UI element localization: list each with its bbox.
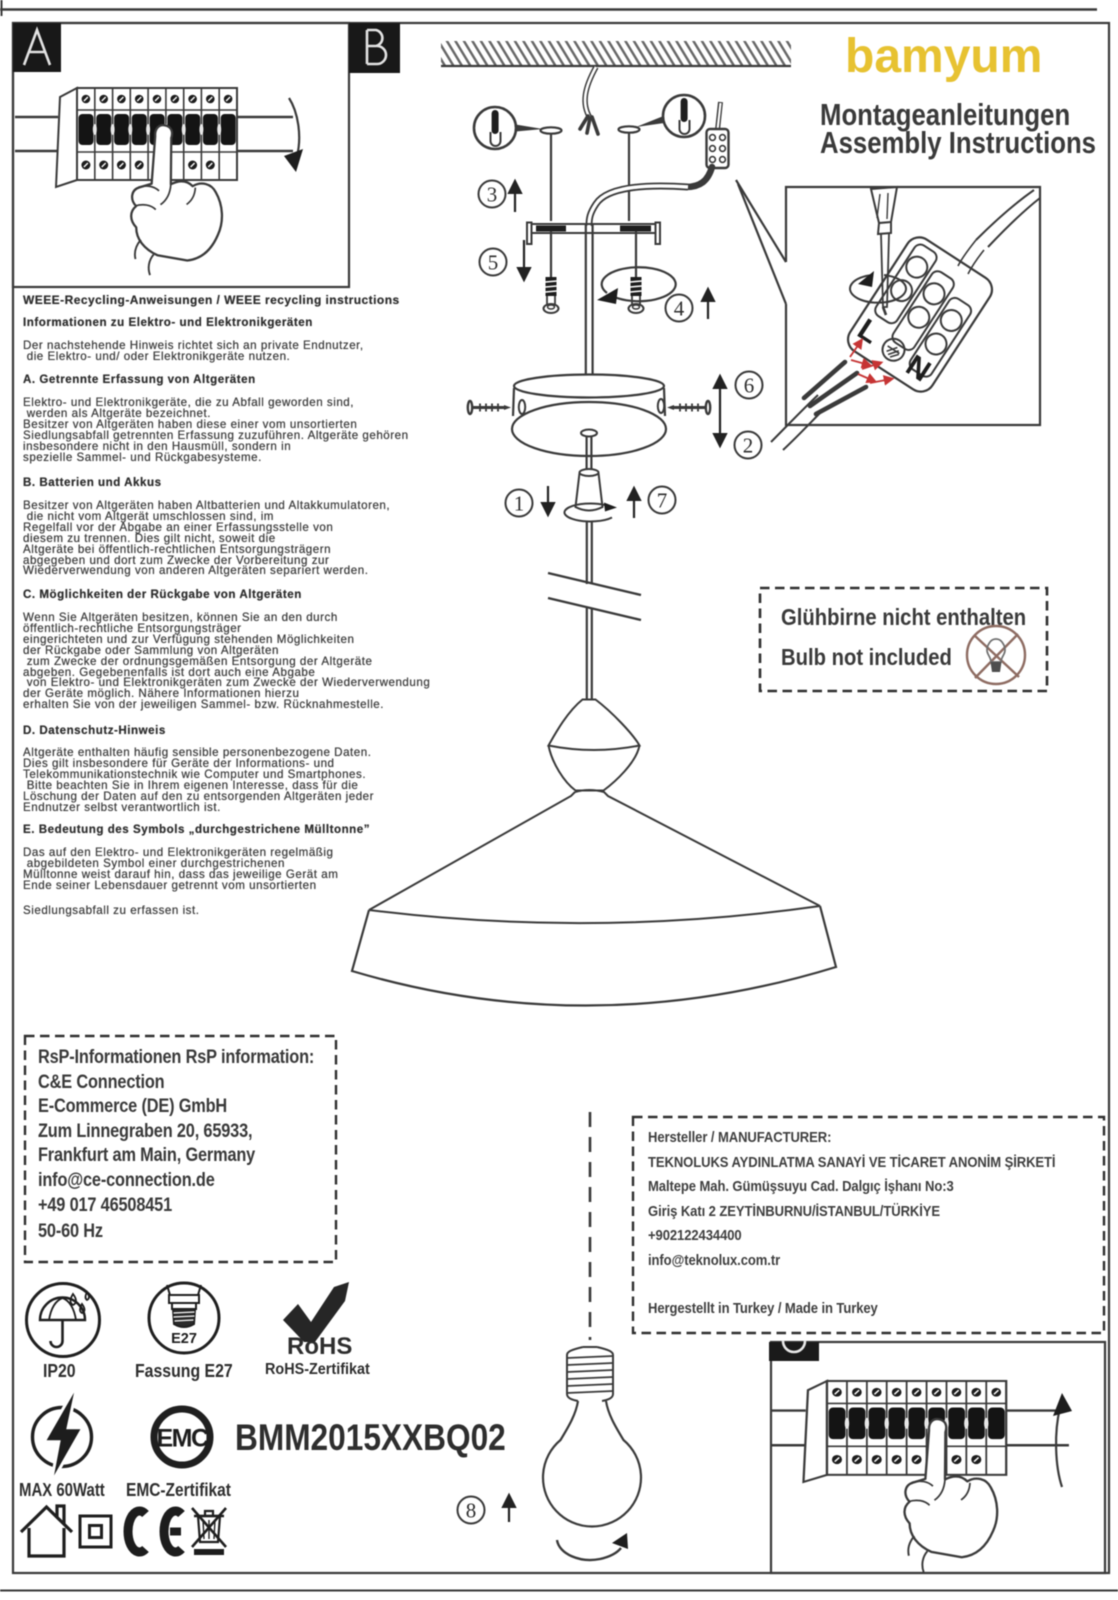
svg-text:8: 8 xyxy=(466,1499,477,1523)
svg-text:1: 1 xyxy=(514,492,525,516)
svg-text:4: 4 xyxy=(674,297,685,321)
svg-text:2: 2 xyxy=(743,434,754,458)
svg-text:N: N xyxy=(900,349,936,388)
svg-text:3: 3 xyxy=(487,183,498,207)
svg-text:E27: E27 xyxy=(171,1331,197,1347)
svg-text:EMC: EMC xyxy=(156,1425,209,1453)
svg-text:7: 7 xyxy=(657,489,668,513)
svg-text:6: 6 xyxy=(744,374,755,398)
svg-text:L: L xyxy=(852,313,885,351)
svg-text:5: 5 xyxy=(488,251,499,275)
